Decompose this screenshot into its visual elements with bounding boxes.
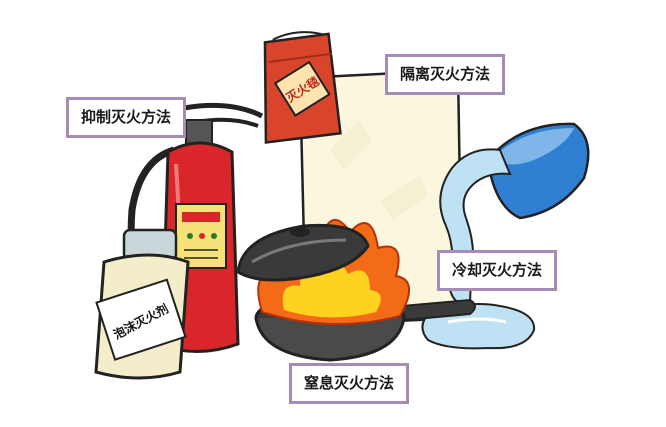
- isolation-method-label: 隔离灭火方法: [385, 54, 506, 95]
- foam-agent-bottle: 泡沫灭火剂: [94, 228, 190, 380]
- cooling-method-label: 冷却灭火方法: [437, 250, 558, 291]
- pot-lid: [236, 223, 370, 282]
- fire-blanket-bag: 灭火毯: [263, 31, 342, 144]
- water-bowl: [486, 122, 590, 220]
- suppression-method-label: 抑制灭火方法: [66, 97, 187, 138]
- smothering-method-label: 窒息灭火方法: [289, 363, 410, 404]
